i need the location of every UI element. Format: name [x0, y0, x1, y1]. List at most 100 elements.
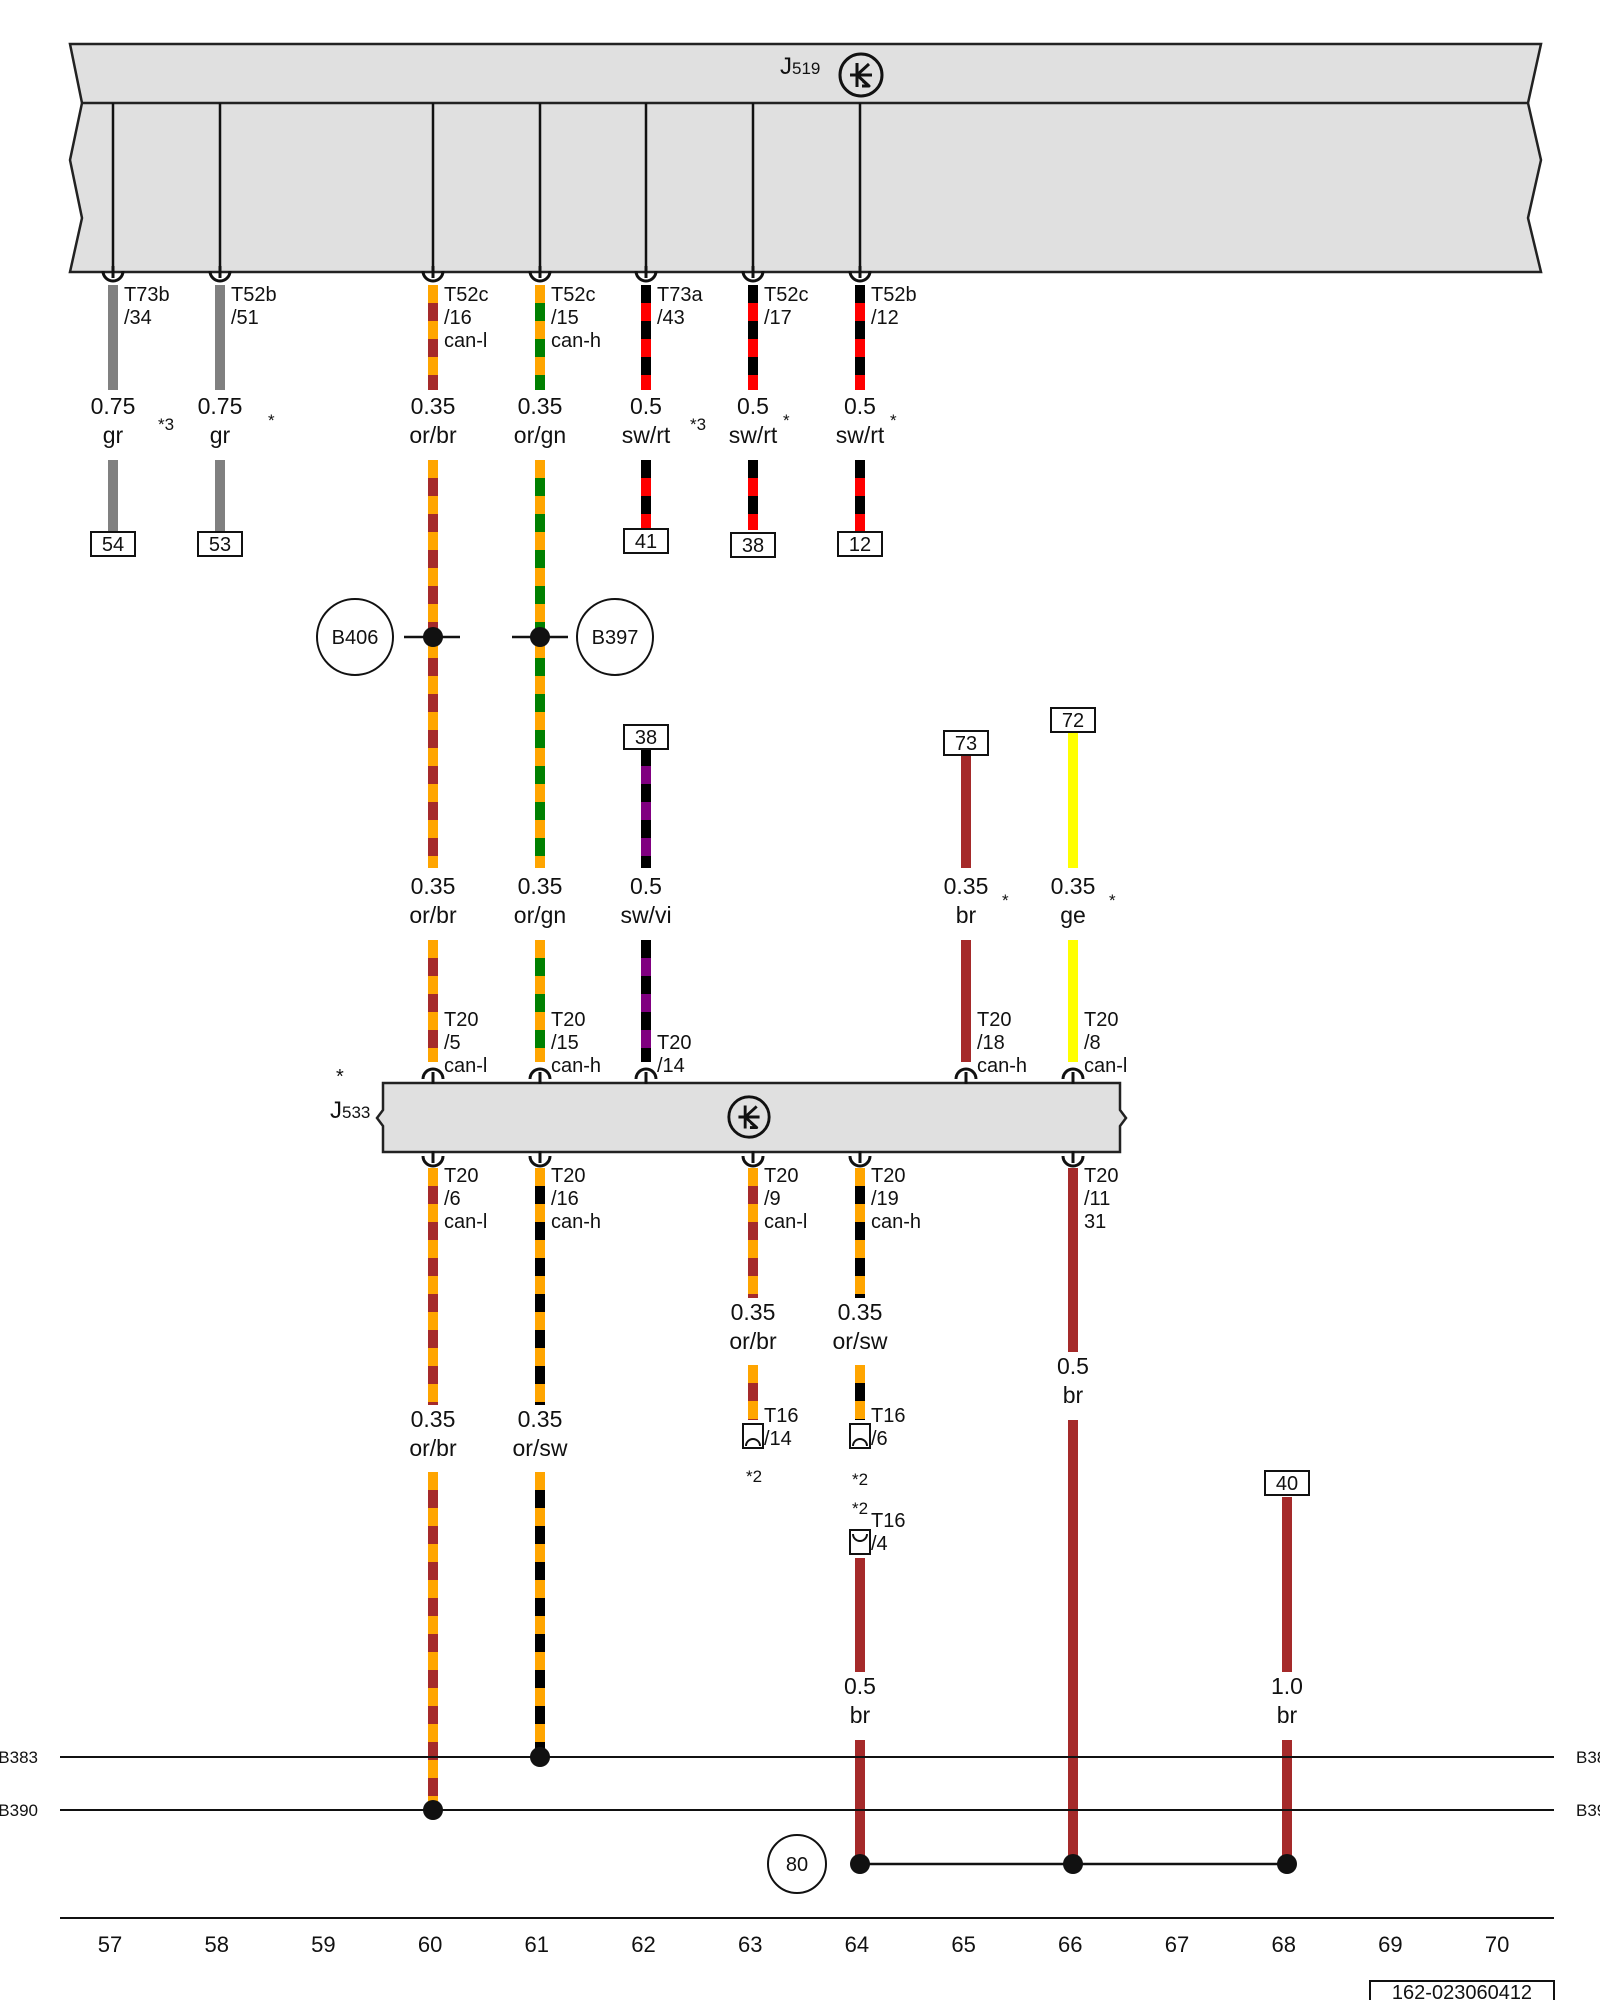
junction-dot [1277, 1854, 1297, 1874]
svg-text:0.35: 0.35 [411, 1406, 456, 1432]
connector-pin[interactable] [741, 266, 765, 283]
svg-text:0.35: 0.35 [518, 1406, 563, 1432]
connector-pin[interactable] [528, 266, 552, 283]
pin-label: T52b/12 [871, 284, 917, 329]
reference-frame [943, 730, 989, 756]
t16-contact [852, 1533, 868, 1542]
reference-box[interactable]: 38 [623, 724, 669, 750]
wire-label: 0.5br [1057, 1353, 1089, 1408]
reference-number: 38 [742, 535, 764, 557]
svg-text:br: br [1063, 1382, 1084, 1408]
splice-b397[interactable]: B397 [512, 598, 654, 676]
reference-number: 41 [635, 531, 657, 553]
pin-label: T73b/34 [124, 284, 170, 329]
svg-text:0.5: 0.5 [737, 393, 769, 419]
reference-box[interactable]: 12 [837, 531, 883, 557]
diagram-id-box: 162-023060412 [1369, 1980, 1555, 2000]
diagram-id: 162-023060412 [1392, 1982, 1532, 2000]
svg-text:*3: *3 [690, 415, 706, 434]
ground-point-circle [767, 1834, 827, 1894]
splice-b406-label: B406 [332, 627, 379, 649]
reference-box[interactable]: 53 [197, 531, 243, 557]
pin-arc [421, 1067, 445, 1080]
j519-housing [68, 42, 1543, 274]
svg-text:0.5: 0.5 [844, 393, 876, 419]
connector-pin[interactable] [528, 1067, 552, 1084]
reference-box[interactable]: 72 [1050, 707, 1096, 733]
pin-label: T16/6 [871, 1405, 905, 1450]
connector-pin[interactable] [208, 266, 232, 283]
svg-text:0.5: 0.5 [844, 1673, 876, 1699]
module-j519[interactable]: J519 [68, 42, 1543, 274]
reference-number: 40 [1276, 1473, 1298, 1495]
j533-asterisk: * [336, 1066, 344, 1088]
column-number: 62 [631, 1932, 655, 1957]
svg-text:*: * [783, 411, 790, 430]
module-j533[interactable]: * J533 [330, 1066, 1128, 1154]
diagram-id-frame [1369, 1980, 1555, 2000]
t16-connector[interactable] [849, 1423, 871, 1449]
connector-pin[interactable] [421, 1151, 445, 1168]
svg-text:0.5: 0.5 [630, 873, 662, 899]
t16-connector[interactable] [849, 1529, 871, 1555]
connector-pin[interactable] [528, 1151, 552, 1168]
connector-pin[interactable] [634, 1067, 658, 1084]
pin-arc [528, 1155, 552, 1168]
connector-pin[interactable] [421, 1067, 445, 1084]
connector-pin[interactable] [101, 266, 125, 283]
j519-label: J519 [780, 53, 820, 80]
t16-connector[interactable] [742, 1423, 764, 1449]
pin-layer [101, 103, 1085, 1555]
connector-pin[interactable] [741, 1151, 765, 1168]
svg-text:or/sw: or/sw [513, 1435, 568, 1461]
svg-text:br: br [956, 902, 977, 928]
reference-box[interactable]: 40 [1264, 1470, 1310, 1496]
pin-arc [528, 270, 552, 283]
bus-label-right: B390 [1576, 1801, 1600, 1820]
ground-point-80[interactable]: 80 [767, 1834, 827, 1894]
column-number: 70 [1485, 1932, 1509, 1957]
svg-text:sw/rt: sw/rt [729, 422, 778, 448]
svg-text:0.35: 0.35 [411, 393, 456, 419]
splice-b397-dot [530, 627, 550, 647]
splice-b406[interactable]: B406 [316, 598, 460, 676]
pin-arc [421, 1155, 445, 1168]
connector-pin[interactable] [1061, 1067, 1085, 1084]
splice-b406-circle [316, 598, 394, 676]
reference-number: 72 [1062, 710, 1084, 732]
column-number: 66 [1058, 1932, 1082, 1957]
reference-frame [197, 531, 243, 557]
pin-label: T16/14 [764, 1405, 798, 1450]
reference-box[interactable]: 41 [623, 528, 669, 554]
connector-pin[interactable] [634, 266, 658, 283]
pin-arc [421, 270, 445, 283]
svg-text:0.75: 0.75 [91, 393, 136, 419]
column-number: 60 [418, 1932, 442, 1957]
connector-pin[interactable] [848, 1151, 872, 1168]
reference-box[interactable]: 73 [943, 730, 989, 756]
bus-label-left: B390 [0, 1801, 38, 1820]
svg-text:*: * [1002, 891, 1009, 910]
connector-pin[interactable] [421, 266, 445, 283]
svg-text:gr: gr [210, 422, 231, 448]
pin-arc [741, 270, 765, 283]
connector-pin[interactable] [848, 266, 872, 283]
pin-arc [101, 270, 125, 283]
reference-number: 12 [849, 534, 871, 556]
pin-arc [634, 270, 658, 283]
connector-pin[interactable] [1061, 1151, 1085, 1168]
reference-box[interactable]: 38 [730, 532, 776, 558]
column-number: 69 [1378, 1932, 1402, 1957]
reference-box[interactable]: 54 [90, 531, 136, 557]
reference-number: 54 [102, 534, 124, 556]
connector-pin[interactable] [954, 1067, 978, 1084]
